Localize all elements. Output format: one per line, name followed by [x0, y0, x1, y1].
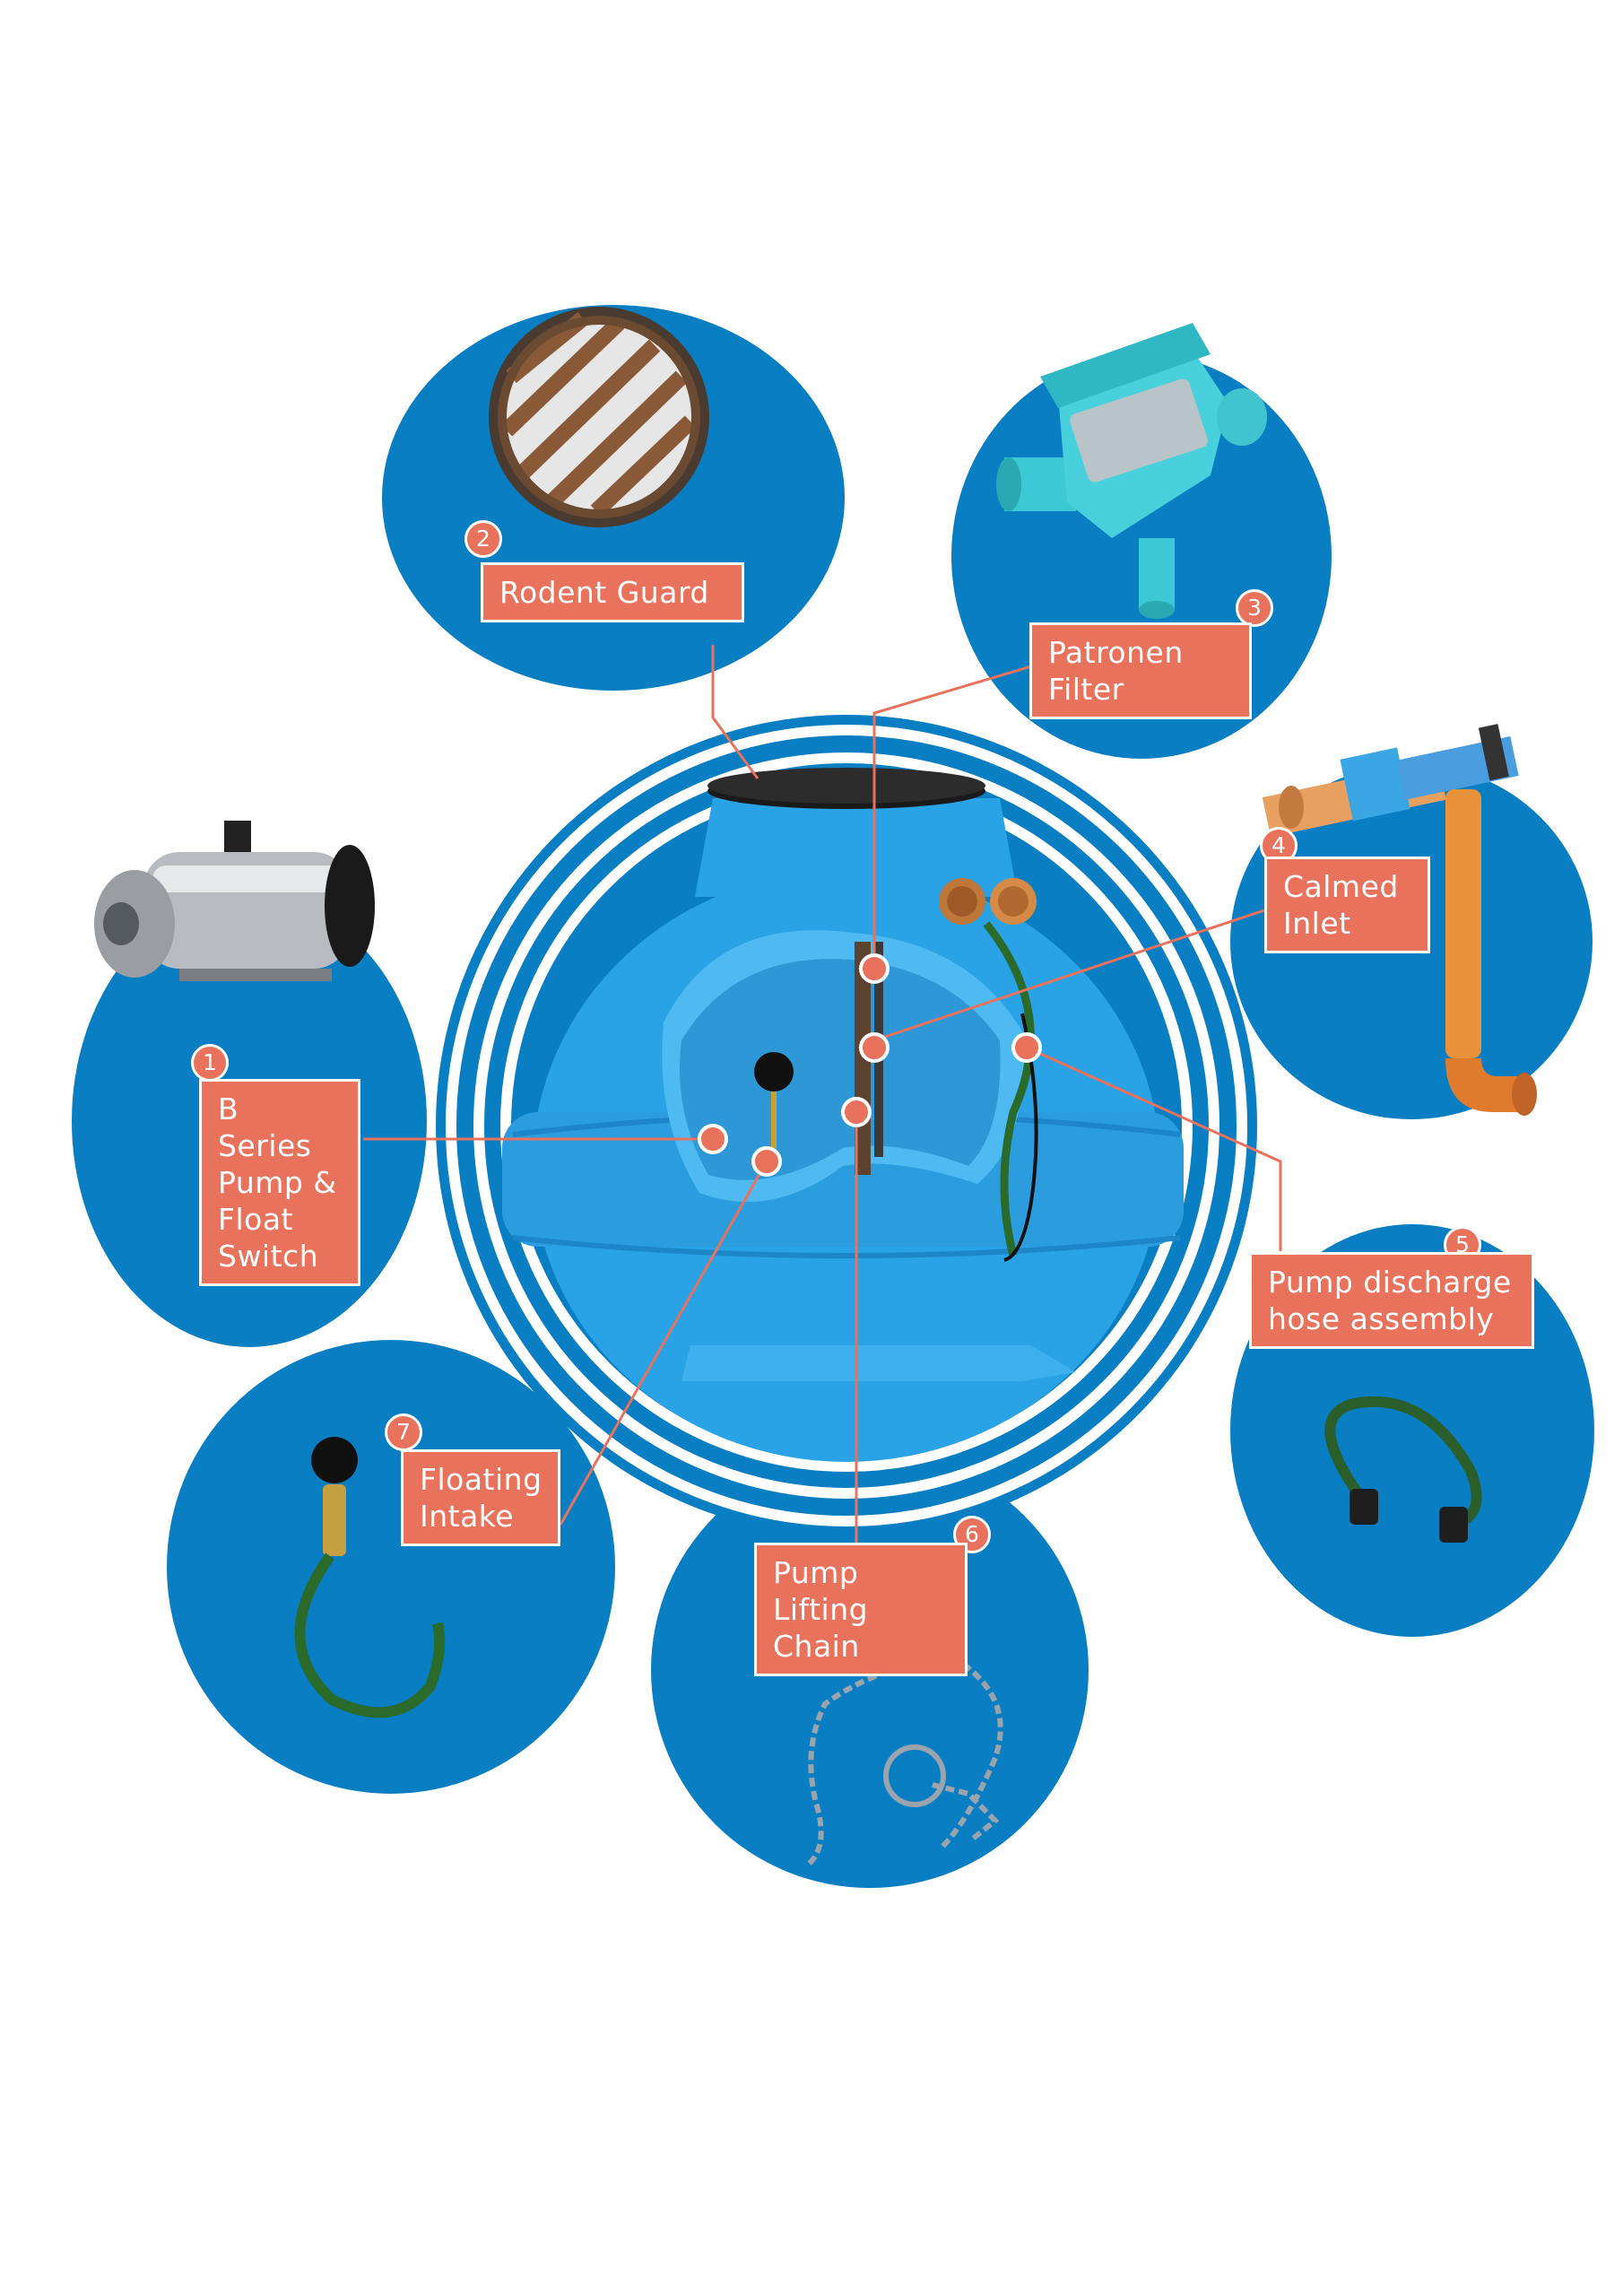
label-line: Inlet	[1283, 906, 1351, 941]
label-patronen-filter: Patronen Filter	[1029, 622, 1252, 719]
label-line: Patronen	[1048, 635, 1184, 670]
label-line: Pump discharge	[1268, 1265, 1512, 1300]
badge-2: 2	[464, 520, 502, 558]
label-floating-intake: Floating Intake	[401, 1449, 560, 1546]
label-pump-float-switch: B Series Pump & Float Switch	[199, 1079, 360, 1286]
calmed-inlet-icon	[1262, 724, 1537, 1116]
label-line: Switch	[218, 1239, 319, 1274]
leader-markers	[698, 953, 1042, 1177]
label-line: Filter	[1048, 672, 1124, 707]
label-line: Pump Lifting	[773, 1555, 869, 1627]
label-line: Rodent Guard	[499, 575, 709, 610]
label-line: Floating	[420, 1462, 542, 1497]
badge-1: 1	[191, 1044, 229, 1082]
filter-icon	[996, 323, 1267, 619]
label-line: hose assembly	[1268, 1301, 1495, 1336]
rainwater-tank	[502, 768, 1184, 1462]
badge-3: 3	[1236, 589, 1273, 627]
label-line: Intake	[420, 1499, 515, 1534]
label-pump-discharge-hose: Pump discharge hose assembly	[1249, 1252, 1534, 1349]
label-calmed-inlet: Calmed Inlet	[1264, 857, 1430, 953]
label-line: Calmed	[1283, 869, 1399, 904]
label-rodent-guard: Rodent Guard	[481, 562, 744, 622]
circle-floating-intake	[167, 1340, 615, 1794]
label-line: Chain	[773, 1629, 860, 1664]
badge-7: 7	[385, 1413, 422, 1451]
label-line: Pump &	[218, 1165, 337, 1200]
leader-lines	[363, 645, 1282, 1561]
floating-intake-icon	[294, 1437, 446, 1718]
label-pump-lifting-chain: Pump Lifting Chain	[754, 1543, 968, 1676]
label-line: B Series	[218, 1091, 312, 1163]
rodent-guard-icon	[489, 307, 709, 527]
pump-icon	[94, 821, 375, 981]
hose-icon	[1324, 1396, 1482, 1543]
label-line: Float	[218, 1202, 294, 1237]
